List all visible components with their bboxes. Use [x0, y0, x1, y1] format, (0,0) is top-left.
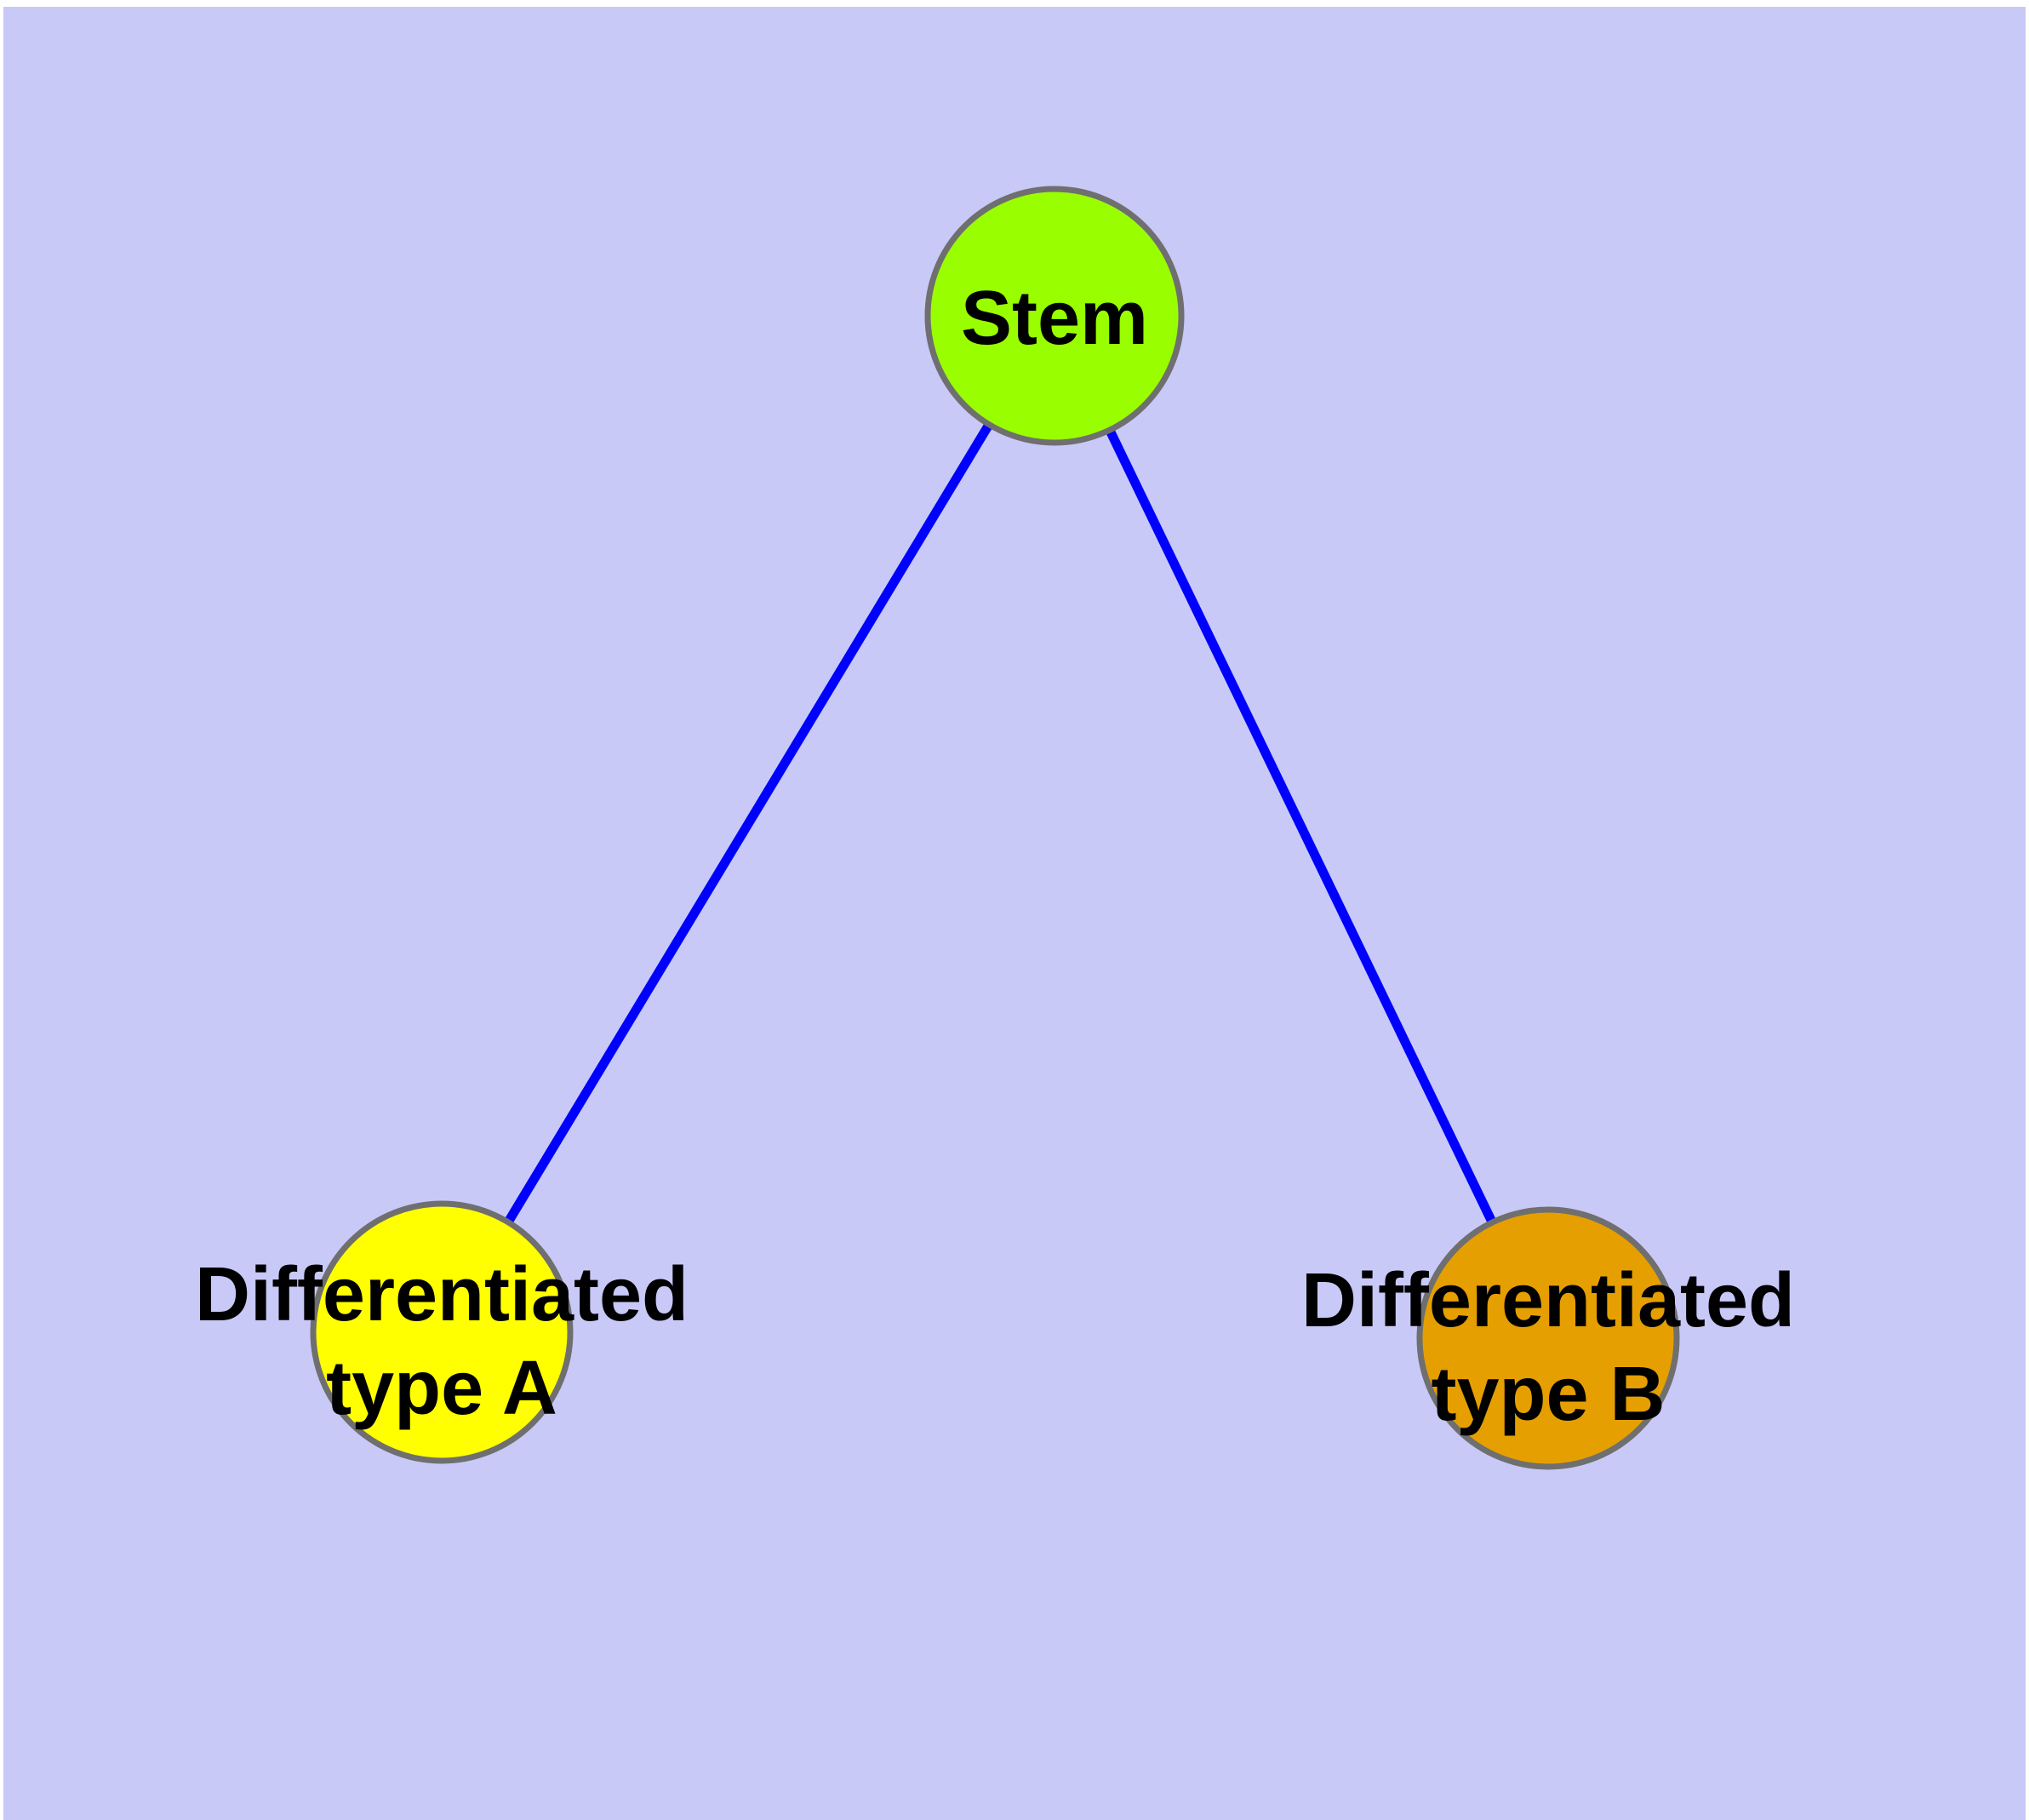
node-stem-label: Stem — [961, 276, 1148, 361]
node-type-a-label-line2: type A — [326, 1346, 557, 1431]
node-differentiated-type-a — [310, 1200, 574, 1464]
node-type-a-label-line1: Differentiated — [195, 1252, 689, 1337]
edge-stem-to-type-a — [437, 313, 1059, 1335]
node-differentiated-type-b — [1416, 1206, 1680, 1470]
node-type-b-label-line1: Differentiated — [1301, 1258, 1795, 1343]
node-type-b-label-line2: type B — [1431, 1352, 1665, 1437]
edge-stem-to-type-b — [1050, 313, 1552, 1341]
node-stem — [924, 186, 1185, 446]
edge-group — [437, 313, 1552, 1341]
node-label-group: Stem Differentiated type A Differentiate… — [195, 276, 1795, 1437]
node-group — [310, 186, 1680, 1470]
